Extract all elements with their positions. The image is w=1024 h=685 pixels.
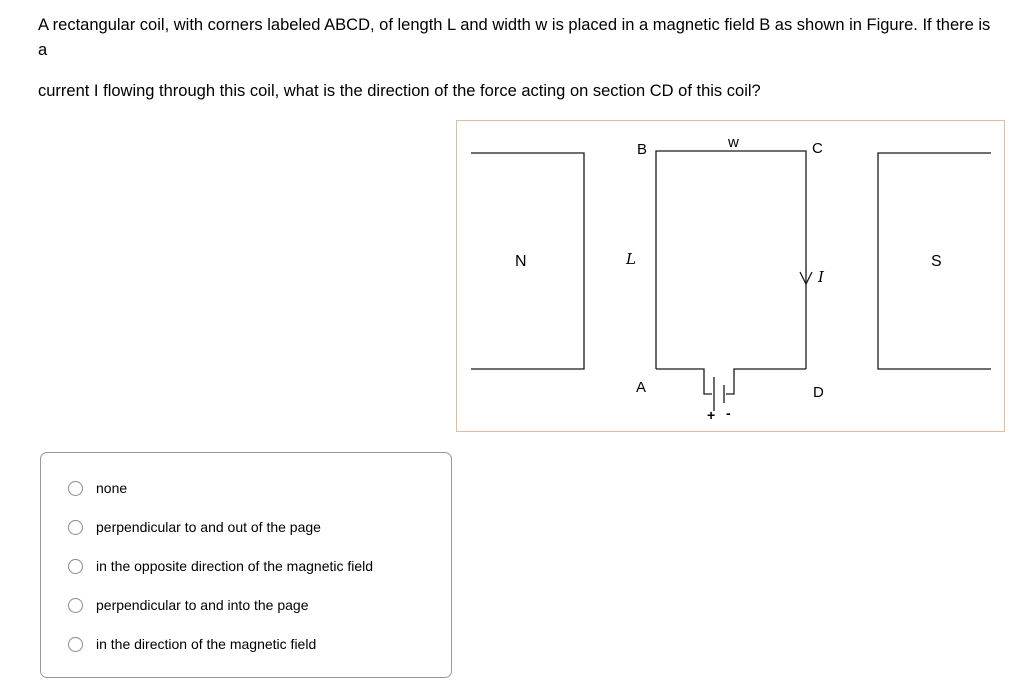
option-row-out-of-page[interactable]: perpendicular to and out of the page	[68, 519, 451, 535]
radio-button[interactable]	[68, 597, 83, 613]
radio-button[interactable]	[68, 636, 83, 652]
option-label: perpendicular to and out of the page	[96, 519, 321, 535]
corner-c-label: C	[812, 140, 823, 157]
length-label: L	[625, 250, 636, 268]
corner-a-label: A	[636, 379, 646, 396]
corner-d-label: D	[813, 384, 824, 401]
battery-minus-label: -	[726, 405, 731, 421]
option-row-into-page[interactable]: perpendicular to and into the page	[68, 597, 451, 613]
current-arrow-icon	[799, 271, 813, 286]
north-pole-label: N	[515, 253, 527, 270]
south-pole-label: S	[931, 253, 942, 270]
corner-b-label: B	[637, 141, 647, 158]
coil-outline	[655, 150, 807, 369]
coil-bottom-left-wire	[656, 368, 712, 395]
magnet-coil-diagram: N S B w C L A D I + -	[471, 134, 991, 423]
option-row-direction-of-field[interactable]: in the direction of the magnetic field	[68, 636, 451, 652]
question-text-line1: A rectangular coil, with corners labeled…	[38, 16, 991, 59]
coil-bottom-right-wire	[726, 368, 806, 395]
option-label: in the opposite direction of the magneti…	[96, 558, 374, 574]
radio-button[interactable]	[68, 480, 83, 496]
option-row-opposite-field[interactable]: in the opposite direction of the magneti…	[68, 558, 451, 574]
battery-plus-label: +	[707, 407, 715, 423]
option-label: in the direction of the magnetic field	[96, 636, 317, 652]
answer-options-panel: none perpendicular to and out of the pag…	[40, 452, 452, 678]
width-label: w	[727, 134, 739, 151]
current-label: I	[817, 268, 825, 286]
north-magnet-shape	[471, 152, 585, 370]
option-label: perpendicular to and into the page	[96, 597, 309, 613]
physics-figure: N S B w C L A D I + -	[456, 120, 1005, 432]
radio-button[interactable]	[68, 558, 83, 574]
option-row-none[interactable]: none	[68, 480, 451, 496]
south-magnet-shape	[877, 152, 991, 370]
radio-button[interactable]	[68, 519, 83, 535]
question-text-line2: current I flowing through this coil, wha…	[38, 82, 761, 100]
option-label: none	[96, 480, 128, 496]
